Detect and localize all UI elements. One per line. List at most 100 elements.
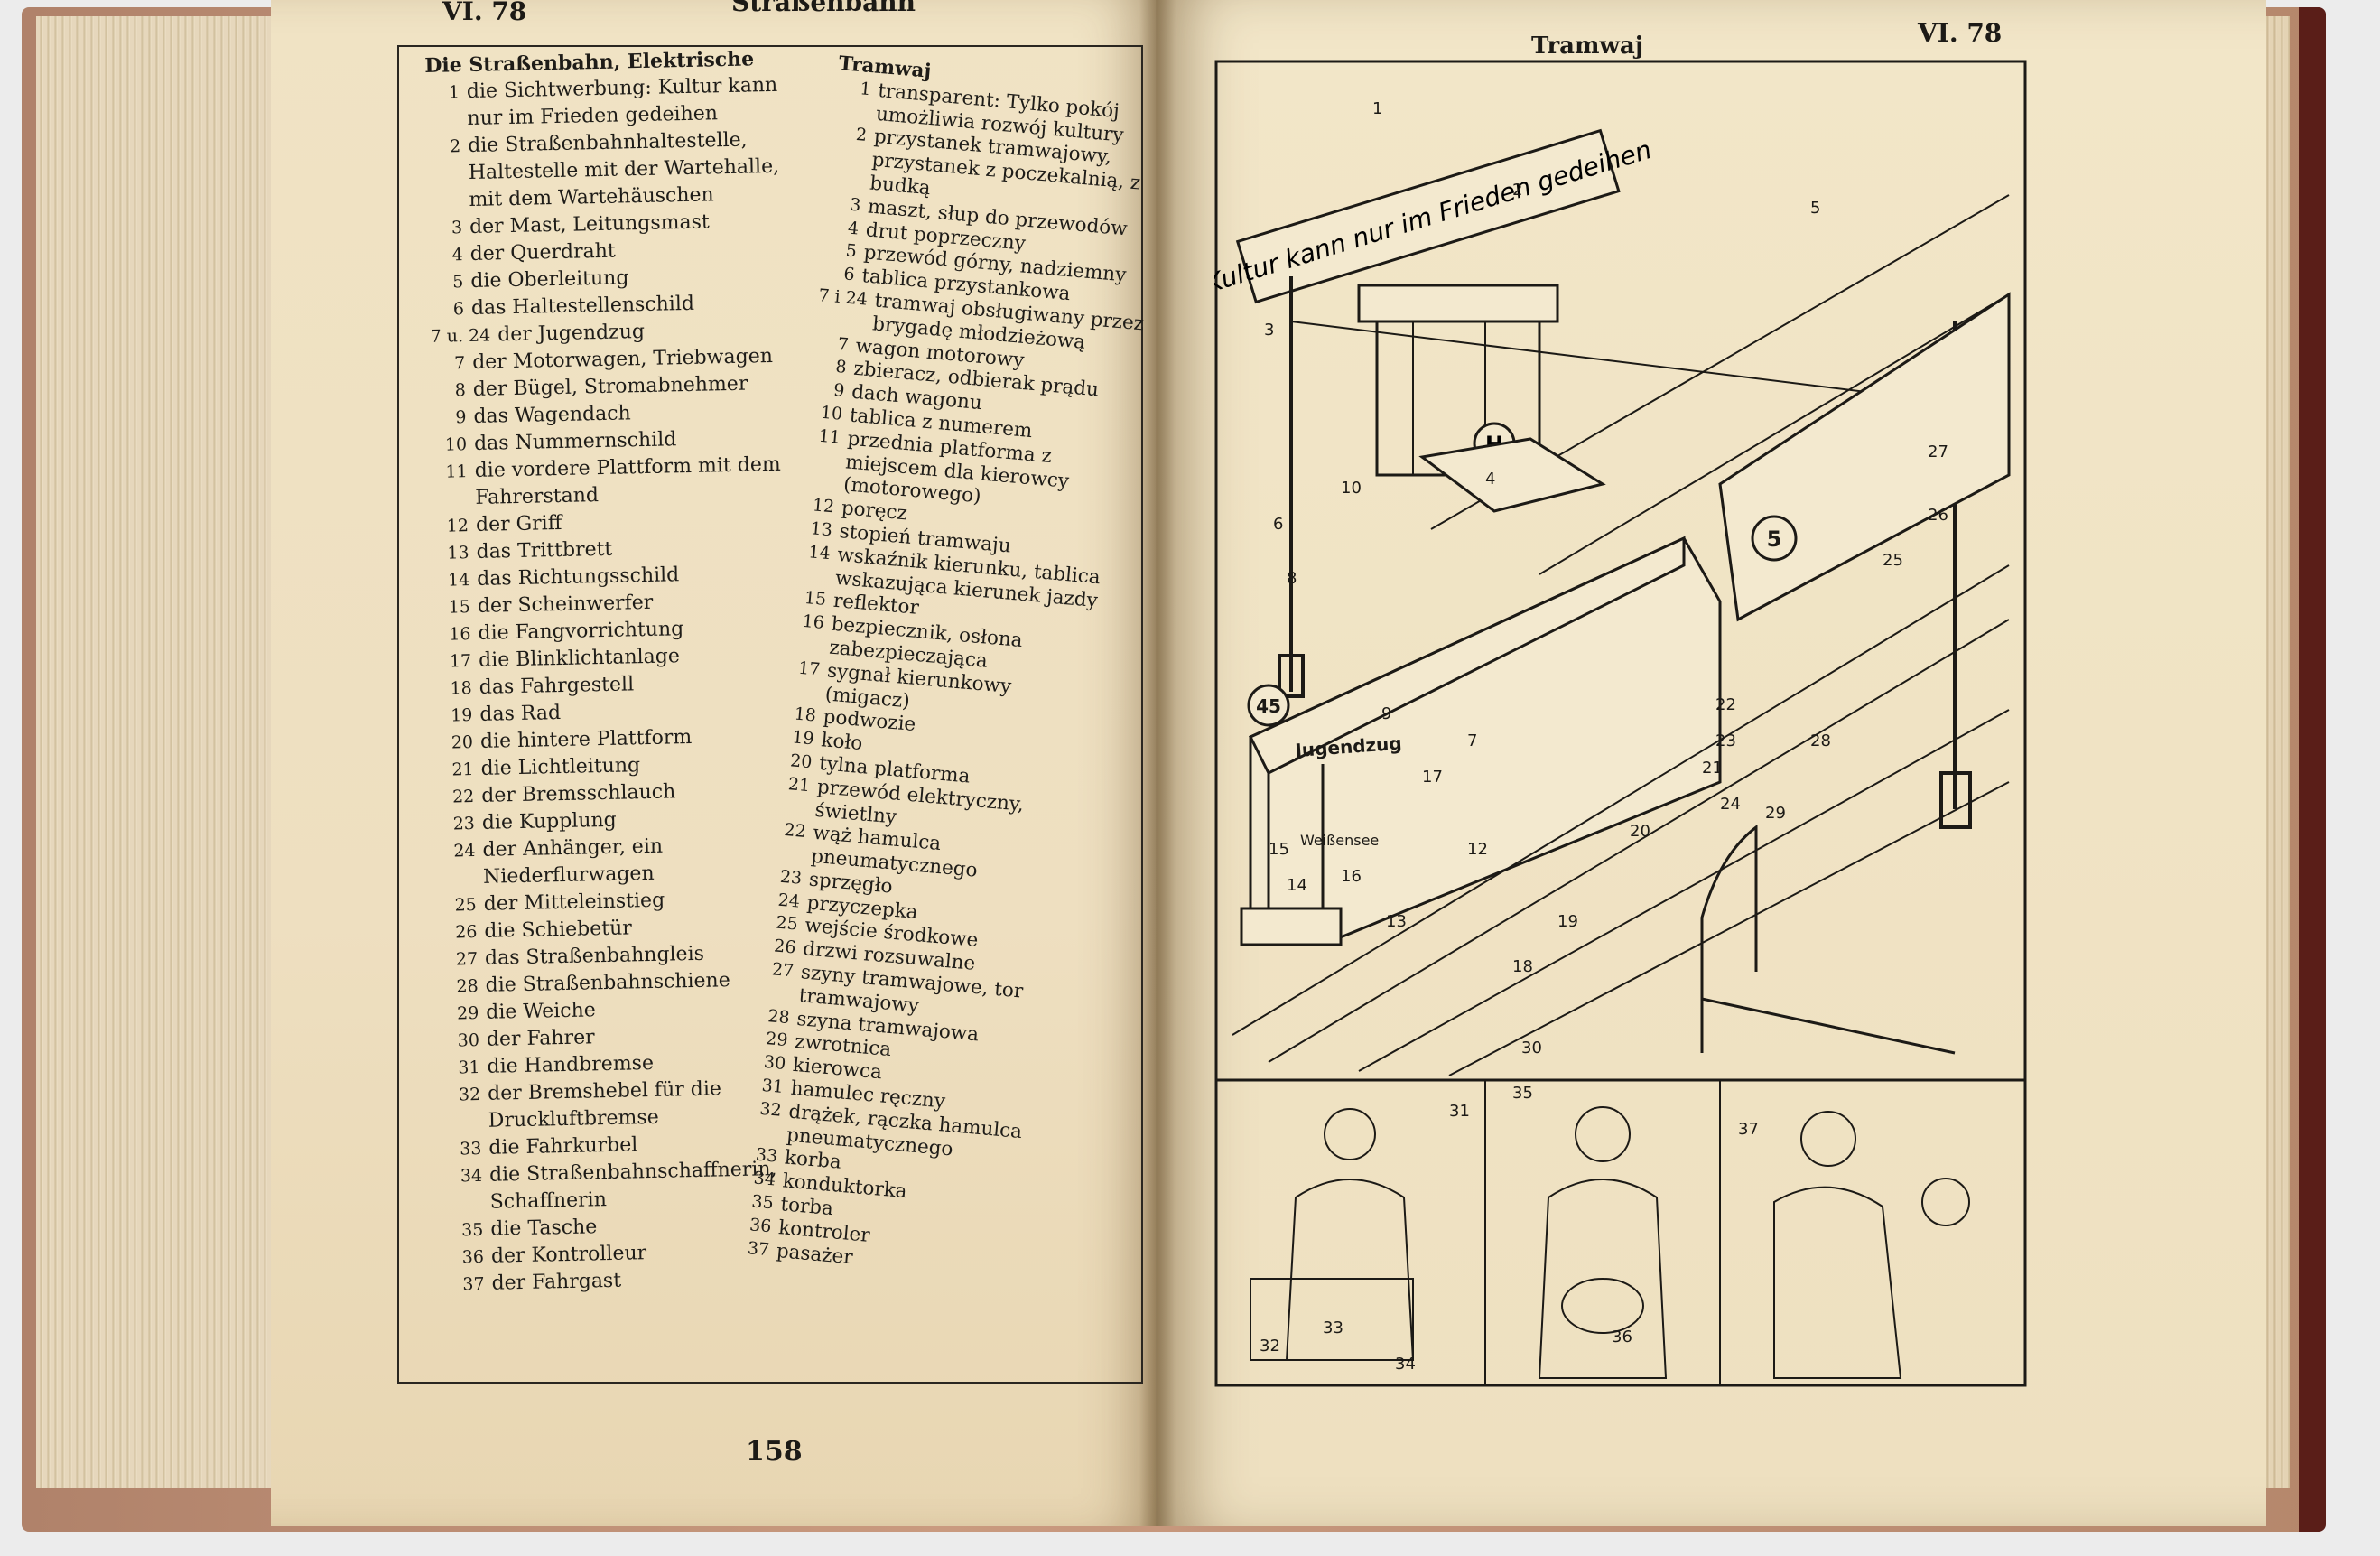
polish-entry-number: 19	[791, 727, 815, 750]
german-entry-number: 2	[449, 136, 461, 157]
polish-entry-number: 22	[783, 820, 807, 843]
polish-entry-number: 30	[763, 1052, 787, 1075]
illustration-label: 23	[1715, 731, 1736, 750]
german-entry-number: 23	[452, 814, 476, 834]
illustration-label: 16	[1341, 867, 1362, 886]
polish-entry-number: 24	[776, 890, 801, 912]
illustration-label: 4	[1485, 470, 1495, 489]
german-entry-number: 20	[451, 732, 474, 753]
polish-entry-number: 33	[755, 1145, 779, 1168]
polish-entry-number: 7	[836, 333, 850, 355]
illustration-label: 37	[1738, 1120, 1759, 1139]
railing	[1700, 824, 1956, 1055]
illustration-label: 18	[1512, 957, 1533, 976]
polish-entry-number: 5	[844, 240, 858, 262]
illustration-label: 36	[1612, 1328, 1632, 1346]
polish-entry-number: 37	[747, 1237, 771, 1260]
german-entry-number: 1	[448, 82, 460, 103]
german-entry: 1 die Sichtwerbung: Kultur kann nur im Fr…	[425, 71, 819, 134]
inspector-panel-36-37	[1773, 1111, 1970, 1379]
german-entry-number: 33	[460, 1138, 482, 1160]
german-entry-number: 30	[457, 1030, 480, 1051]
german-entry-number: 9	[455, 407, 467, 428]
illustration-label: 21	[1702, 759, 1723, 778]
polish-entry-number: 15	[804, 588, 828, 610]
illustration-label: 2	[1512, 181, 1522, 200]
polish-entry-number: 8	[834, 357, 848, 378]
polish-entry-number: 12	[812, 495, 836, 517]
german-entry-number: 14	[447, 570, 470, 591]
illustration-label: 12	[1467, 840, 1488, 859]
german-entry-number: 5	[452, 272, 464, 293]
german-entry-number: 27	[455, 948, 479, 970]
left-header-title: Straßenbahn	[731, 0, 916, 17]
german-entry-text: der Anhänger, ein Niederflurwagen	[482, 834, 664, 889]
german-entry-number: 6	[452, 299, 465, 320]
german-entry-number: 35	[460, 1219, 484, 1241]
german-entry-number: 19	[450, 705, 473, 726]
front-direction-sign: Weißensee	[1300, 832, 1379, 849]
illustration-label: 17	[1422, 768, 1443, 787]
illustration-label: 34	[1395, 1355, 1416, 1374]
german-entry-number: 31	[458, 1057, 480, 1078]
illustration-label: 10	[1341, 479, 1362, 498]
german-entry-number: 25	[454, 894, 478, 916]
polish-entry-number: 4	[847, 218, 860, 239]
illustration-label: 15	[1269, 840, 1289, 859]
illustration-label: 6	[1273, 515, 1283, 534]
vocabulary-frame	[397, 45, 1143, 1384]
illustration-label: 24	[1720, 795, 1741, 814]
illustration-label: 22	[1715, 695, 1736, 714]
german-entry-number: 12	[446, 516, 469, 536]
polish-entry-number: 21	[787, 773, 812, 796]
conductor-panel-34-35	[1538, 1106, 1668, 1379]
polish-entry-number: 1	[859, 78, 872, 99]
polish-entry-number: 29	[765, 1029, 789, 1051]
illustration-label: 25	[1883, 551, 1903, 570]
route-number-sign: 45	[1256, 695, 1281, 717]
page-number: 158	[746, 1436, 803, 1467]
german-entry-number: 3	[451, 218, 463, 238]
german-entry-number: 29	[456, 1002, 479, 1024]
driver-panel-30-33	[1250, 1108, 1415, 1361]
polish-entry-number: 25	[775, 913, 799, 936]
polish-entry-number: 18	[793, 703, 817, 726]
polish-entry-number: 6	[842, 264, 856, 285]
german-entry-number: 36	[461, 1246, 485, 1268]
polish-entry-number: 20	[789, 750, 813, 773]
polish-entry-number: 13	[809, 518, 833, 541]
polish-entry-number: 2	[855, 125, 869, 146]
illustration-number-labels: 1234568109717121415161318192021222324252…	[1260, 99, 1948, 1374]
tracks-27-28-29	[1232, 564, 2010, 1076]
illustration-label: 27	[1928, 443, 1948, 461]
german-entry-number: 24	[453, 841, 476, 862]
german-entry-number: 21	[451, 759, 474, 780]
illustration-label: 30	[1521, 1039, 1542, 1058]
illustration-label: 29	[1765, 804, 1786, 823]
german-entry-number: 10	[444, 434, 468, 455]
german-entry-number: 13	[447, 543, 469, 564]
german-entry-text: die Sichtwerbung: Kultur kann nur im Fri…	[466, 73, 778, 131]
left-page	[271, 0, 1156, 1526]
polish-entry-number: 17	[797, 657, 822, 680]
german-entry-number: 7	[453, 353, 466, 374]
polish-entry-number: 32	[758, 1098, 783, 1121]
illustration-label: 7	[1467, 731, 1477, 750]
tram-trailer-24: 5	[1718, 292, 2011, 622]
polish-entry-number: 27	[771, 959, 795, 982]
book-spine-right	[2299, 7, 2326, 1532]
illustration-border	[1214, 60, 2027, 1387]
trailer-route-number: 5	[1767, 526, 1782, 552]
illustration-label: 14	[1287, 876, 1307, 895]
polish-entry-number: 3	[849, 194, 862, 216]
illustration-label: 28	[1810, 731, 1831, 750]
polish-entry-number: 31	[760, 1075, 785, 1097]
polish-entry-number: 7 i 24	[817, 284, 869, 310]
polish-entry-number: 34	[752, 1168, 776, 1190]
german-entry-number: 37	[462, 1273, 485, 1295]
german-entry-text: die Straßenbahnhaltestelle, Haltestelle …	[467, 128, 780, 211]
polish-entry-number: 28	[767, 1005, 791, 1028]
polish-entry-number: 16	[801, 610, 825, 633]
